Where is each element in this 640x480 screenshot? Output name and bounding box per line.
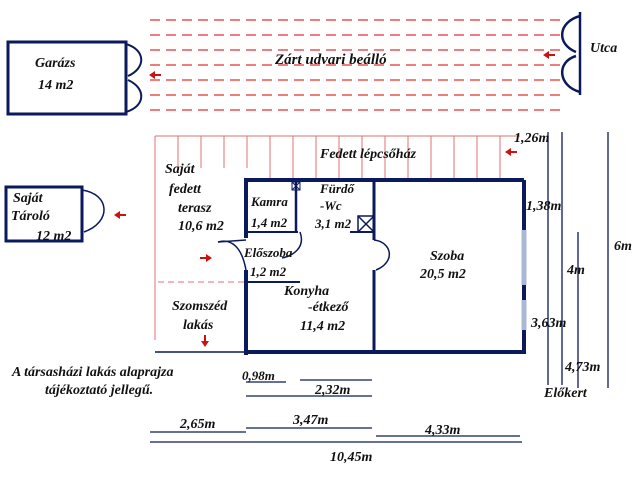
storage-area: 12 m2 xyxy=(36,229,71,244)
garage-area: 14 m2 xyxy=(38,78,73,93)
pantry-area: 1,4 m2 xyxy=(251,215,288,230)
terrace-line1: Saját xyxy=(165,162,196,177)
dim-098: 0,98m xyxy=(242,368,275,383)
hall-area: 1,2 m2 xyxy=(250,264,287,279)
dimension-lines xyxy=(150,132,609,443)
door-swings xyxy=(217,231,390,271)
bathroom-area: 3,1 m2 xyxy=(314,216,352,231)
dim-265: 2,65m xyxy=(179,417,216,432)
storage-line2: Tároló xyxy=(11,209,50,224)
kitchen-area: 11,4 m2 xyxy=(300,319,345,334)
dim-6: 6m xyxy=(614,239,632,254)
dim-363: 3,63m xyxy=(530,316,567,331)
street-label: Utca xyxy=(590,41,617,56)
note-line2: tájékoztató jellegű. xyxy=(45,383,153,398)
dim-433: 4,33m xyxy=(424,423,461,438)
terrace-line2: fedett xyxy=(169,182,202,197)
kitchen-name2: -étkező xyxy=(308,300,349,315)
room-area: 20,5 m2 xyxy=(419,267,466,282)
kitchen-name: Konyha xyxy=(283,284,329,299)
dim-126: 1,26m xyxy=(514,131,550,146)
dim-1045: 10,45m xyxy=(330,450,373,465)
garage-name: Garázs xyxy=(35,56,76,71)
dim-347: 3,47m xyxy=(292,413,329,428)
dim-4: 4m xyxy=(566,263,585,278)
staircase-label: Fedett lépcsőház xyxy=(319,147,417,162)
direction-arrows xyxy=(114,51,555,347)
front-garden-label: Előkert xyxy=(543,386,588,401)
dim-473: 4,73m xyxy=(564,360,601,375)
bathroom-name2: -Wc xyxy=(320,198,342,213)
courtyard-dashes xyxy=(150,19,560,111)
garage xyxy=(6,40,143,116)
street-door xyxy=(560,12,582,95)
bathroom-name: Fürdő xyxy=(319,181,355,196)
note-line1: A társasházi lakás alaprajza xyxy=(11,365,173,380)
dim-232: 2,32m xyxy=(314,383,351,398)
storage xyxy=(4,185,105,243)
terrace-area: 10,6 m2 xyxy=(178,219,224,234)
courtyard-label: Zárt udvari beálló xyxy=(274,52,387,68)
neighbor-line1: Szomszéd xyxy=(172,299,228,314)
pantry-name: Kamra xyxy=(250,194,288,209)
dim-138: 1,38m xyxy=(526,199,562,214)
neighbor-line2: lakás xyxy=(183,318,214,333)
storage-line1: Saját xyxy=(13,191,44,206)
hall-name: Előszoba xyxy=(243,245,293,260)
staircase-hatch xyxy=(154,135,520,340)
room-name: Szoba xyxy=(430,249,464,264)
apartment-walls xyxy=(155,178,527,355)
terrace-line3: terasz xyxy=(178,201,212,216)
